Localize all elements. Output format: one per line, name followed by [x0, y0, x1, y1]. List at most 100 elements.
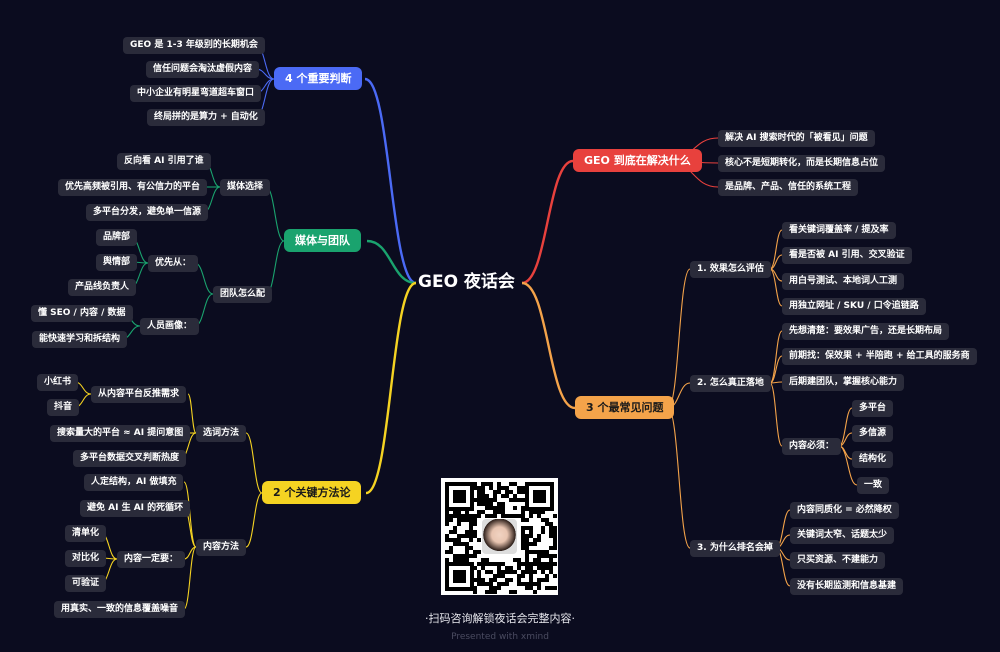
media-select-item[interactable]: 优先高频被引用、有公信力的平台	[58, 179, 208, 196]
qr-module	[525, 534, 529, 538]
connector	[769, 355, 783, 384]
media-select-item[interactable]: 反向看 AI 引用了谁	[117, 153, 211, 170]
qr-module	[461, 558, 465, 562]
content-method-item[interactable]: 人定结构，AI 做填充	[84, 474, 184, 491]
qr-module	[545, 554, 549, 558]
qr-module	[529, 586, 533, 590]
faq-q1-item[interactable]: 用白号测试、本地词人工测	[782, 273, 905, 290]
faq-q1-node[interactable]: 1. 效果怎么评估	[690, 261, 771, 278]
faq-q2-must-item[interactable]: 多平台	[852, 400, 894, 417]
qr-module	[553, 530, 557, 534]
topic-judgments[interactable]: 4 个重要判断	[274, 67, 363, 90]
judgment-item[interactable]: 信任问题会淘汰虚假内容	[146, 61, 260, 78]
solve-item[interactable]: 解决 AI 搜索时代的「被看见」问题	[718, 130, 875, 147]
faq-q3-item[interactable]: 关键词太窄、话题太少	[790, 527, 895, 544]
qr-module	[521, 518, 525, 522]
judgment-item[interactable]: 终局拼的是算力 + 自动化	[147, 109, 265, 126]
content-must-item[interactable]: 对比化	[65, 550, 107, 567]
persona-item[interactable]: 能快速学习和拆结构	[32, 331, 128, 348]
qr-module	[469, 522, 473, 526]
qr-module	[489, 486, 493, 490]
qr-module	[501, 582, 505, 586]
qr-module	[477, 578, 481, 582]
qr-module	[549, 566, 553, 570]
faq-q2-must-item[interactable]: 多信源	[852, 425, 894, 442]
qr-module	[533, 550, 537, 554]
priority-item[interactable]: 品牌部	[96, 229, 138, 246]
faq-q1-item[interactable]: 用独立网址 / SKU / 口令追链路	[782, 298, 926, 315]
faq-q2-item[interactable]: 后期建团队，掌握核心能力	[782, 374, 905, 391]
content-method-node[interactable]: 内容方法	[196, 539, 247, 556]
faq-q2-must-item[interactable]: 一致	[857, 477, 890, 494]
persona-node[interactable]: 人员画像：	[140, 318, 200, 335]
faq-q1-item[interactable]: 看是否被 AI 引用、交叉验证	[782, 247, 912, 264]
faq-q3-item[interactable]: 内容同质化 = 必然降权	[790, 502, 899, 519]
content-must-item[interactable]: 可验证	[65, 575, 107, 592]
qr-module	[533, 590, 537, 594]
topic-method-item[interactable]: 搜索量大的平台 ≈ AI 提问意图	[50, 425, 191, 442]
content-method-item[interactable]: 用真实、一致的信息覆盖噪音	[54, 601, 186, 618]
faq-q2-must-node[interactable]: 内容必须：	[782, 438, 842, 455]
connector	[769, 268, 783, 307]
judgment-item[interactable]: GEO 是 1-3 年级别的长期机会	[123, 37, 265, 54]
qr-module	[509, 578, 513, 582]
qr-module	[529, 514, 533, 518]
persona-item[interactable]: 懂 SEO / 内容 / 数据	[31, 305, 133, 322]
faq-q2-item[interactable]: 先想清楚：要效果广告，还是长期布局	[782, 323, 950, 340]
qr-module	[481, 558, 485, 562]
content-must-node[interactable]: 内容一定要：	[117, 551, 186, 568]
connector	[667, 407, 691, 549]
faq-q2-node[interactable]: 2. 怎么真正落地	[690, 375, 771, 392]
faq-q3-item[interactable]: 没有长期监测和信息基建	[790, 578, 904, 595]
platform-item[interactable]: 抖音	[47, 399, 80, 416]
qr-module	[445, 538, 449, 542]
judgment-item[interactable]: 中小企业有明星弯道超车窗口	[130, 85, 262, 102]
qr-module	[457, 518, 461, 522]
faq-q3-node[interactable]: 3. 为什么排名会掉	[690, 540, 780, 557]
center-topic[interactable]: GEO 夜话会	[418, 272, 515, 292]
platform-item[interactable]: 小红书	[37, 374, 79, 391]
qr-module	[505, 490, 509, 494]
qr-module	[473, 530, 477, 534]
qr-module	[489, 590, 493, 594]
faq-q2-item[interactable]: 前期找：保效果 + 半陪跑 + 给工具的服务商	[782, 348, 977, 365]
solve-item[interactable]: 核心不是短期转化，而是长期信息占位	[718, 155, 886, 172]
qr-module	[521, 574, 525, 578]
faq-q2-must-item[interactable]: 结构化	[852, 451, 894, 468]
qr-module	[445, 522, 449, 526]
topic-solve[interactable]: GEO 到底在解决什么	[573, 149, 702, 172]
solve-item[interactable]: 是品牌、产品、信任的系统工程	[718, 179, 859, 196]
media-select-item[interactable]: 多平台分发，避免单一信源	[86, 204, 209, 221]
topic-media-team[interactable]: 媒体与团队	[284, 229, 361, 252]
qr-module	[533, 558, 537, 562]
qr-module	[529, 526, 533, 530]
qr-module	[485, 590, 489, 594]
qr-module	[521, 486, 525, 490]
qr-caption: ·扫码咨询解锁夜话会完整内容·	[425, 612, 575, 625]
content-must-item[interactable]: 清单化	[65, 525, 107, 542]
platform-demand-node[interactable]: 从内容平台反推需求	[91, 386, 187, 403]
topic-methods[interactable]: 2 个关键方法论	[262, 481, 362, 504]
priority-node[interactable]: 优先从：	[148, 255, 199, 272]
qr-module	[517, 486, 521, 490]
qr-module	[537, 510, 541, 514]
content-method-item[interactable]: 避免 AI 生 AI 的死循环	[80, 500, 191, 517]
topic-method-item[interactable]: 多平台数据交叉判断热度	[73, 450, 187, 467]
qr-module	[477, 582, 481, 586]
qr-module	[489, 514, 493, 518]
qr-module	[453, 554, 457, 558]
priority-item[interactable]: 产品线负责人	[68, 279, 137, 296]
faq-q3-item[interactable]: 只买资源、不建能力	[790, 552, 886, 569]
qr-module	[497, 562, 501, 566]
connector	[521, 159, 574, 285]
qr-code[interactable]	[441, 478, 558, 595]
team-node[interactable]: 团队怎么配	[213, 286, 273, 303]
topic-method-node[interactable]: 选词方法	[196, 425, 247, 442]
priority-item[interactable]: 舆情部	[96, 254, 138, 271]
media-select-node[interactable]: 媒体选择	[220, 179, 271, 196]
qr-module	[473, 482, 477, 486]
faq-q1-item[interactable]: 看关键词覆盖率 / 提及率	[782, 222, 896, 239]
qr-module	[521, 514, 525, 518]
qr-module	[465, 518, 469, 522]
topic-faq[interactable]: 3 个最常见问题	[575, 396, 675, 419]
